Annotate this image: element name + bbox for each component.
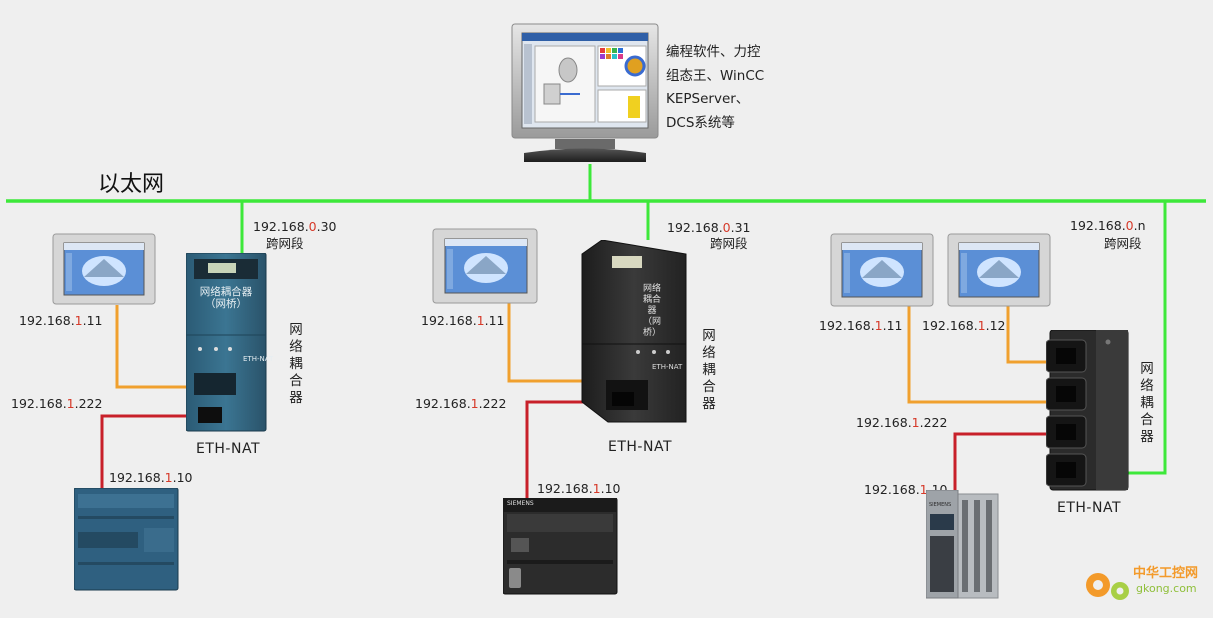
hmi-3a-link — [907, 306, 1050, 404]
coupler-small-model-text: ETH-NAT — [243, 355, 274, 363]
hmi-touch-panel-icon — [830, 233, 934, 307]
hmi-touch-panel-icon — [947, 233, 1051, 307]
coupler-ip-label: 192.168.0.30 — [253, 219, 337, 234]
plc-controller-icon — [503, 498, 618, 595]
ethernet-label: 以太网 — [98, 172, 165, 197]
hmi-1-link — [115, 305, 192, 389]
coupler-body-subtitle: （网桥） — [205, 298, 247, 310]
hmi-ip-label: 192.168.1.11 — [19, 313, 103, 328]
plc-controller-icon — [926, 490, 999, 599]
pc-software-line: 组态王、WinCC — [666, 67, 765, 84]
hmi-ip-label: 192.168.1.11 — [421, 313, 505, 328]
plc-ip-label: 192.168.1.10 — [537, 481, 621, 496]
coupler-ip-label: 192.168.0.31 — [667, 220, 751, 235]
coupler-lan-ip-label: 192.168.1.222 — [11, 396, 103, 411]
hmi-ip-label: 192.168.1.11 — [819, 318, 903, 333]
network-coupler-module-icon — [186, 253, 267, 432]
plc-ip-label: 192.168.1.10 — [109, 470, 193, 485]
coupler-small-model-text: ETH-NAT — [652, 363, 683, 371]
hmi-touch-panel-icon — [52, 233, 156, 305]
coupler-body-text: 网络耦合器 （网桥） — [642, 284, 662, 339]
watermark-url: gkong.com — [1136, 582, 1197, 595]
coupler-model-label: ETH-NAT — [608, 439, 672, 455]
coupler-model-label: ETH-NAT — [1057, 500, 1121, 516]
pc-software-line: DCS系统等 — [666, 114, 735, 131]
pc-software-text: 编程软件、力控 组态王、WinCC KEPServer、 DCS系统等 — [666, 41, 764, 135]
network-coupler-module-icon — [581, 240, 687, 423]
coupler-vertical-label: 网络耦合器 — [289, 322, 303, 406]
hmi-2-link — [507, 303, 595, 383]
coupler-body-subtitle: （网桥） — [642, 317, 661, 338]
watermark: 中华工控网 gkong.com — [1078, 563, 1204, 611]
coupler-body-title: 网络耦合器 — [642, 284, 661, 316]
hmi-3b-link — [1006, 306, 1050, 364]
gear-logo-icon — [1086, 573, 1129, 600]
coupler-body-text: 网络耦合器 （网桥） — [186, 286, 266, 310]
coupler-body-title: 网络耦合器 — [199, 286, 253, 298]
cross-segment-label: 跨网段 — [1104, 236, 1142, 251]
coupler-vertical-label: 网络耦合器 — [1140, 361, 1154, 445]
coupler-lan-ip-label: 192.168.1.222 — [415, 396, 507, 411]
hmi-touch-panel-icon — [432, 228, 538, 304]
coupler-model-label: ETH-NAT — [196, 441, 260, 457]
hmi-ip-label: 192.168.1.12 — [922, 318, 1006, 333]
cross-segment-label: 跨网段 — [710, 236, 748, 251]
pc-software-line: 编程软件、力控 — [666, 44, 761, 60]
coupler-vertical-label: 网络耦合器 — [702, 328, 716, 412]
plc-3-link — [953, 432, 1050, 493]
plc-brand-label: SIEMENS — [929, 502, 952, 508]
watermark-chinese: 中华工控网 — [1133, 566, 1199, 581]
pc-software-line: KEPServer、 — [666, 91, 750, 107]
cross-segment-label: 跨网段 — [266, 236, 304, 251]
plc-1-link — [100, 414, 197, 490]
network-coupler-module-icon — [1046, 330, 1129, 491]
pc-monitor-icon — [511, 23, 659, 162]
plc-brand-label: SIEMENS — [507, 500, 534, 507]
coupler-ip-label: 192.168.0.n — [1070, 218, 1146, 233]
coupler-lan-ip-label: 192.168.1.222 — [856, 415, 948, 430]
plc-controller-icon — [74, 488, 179, 591]
